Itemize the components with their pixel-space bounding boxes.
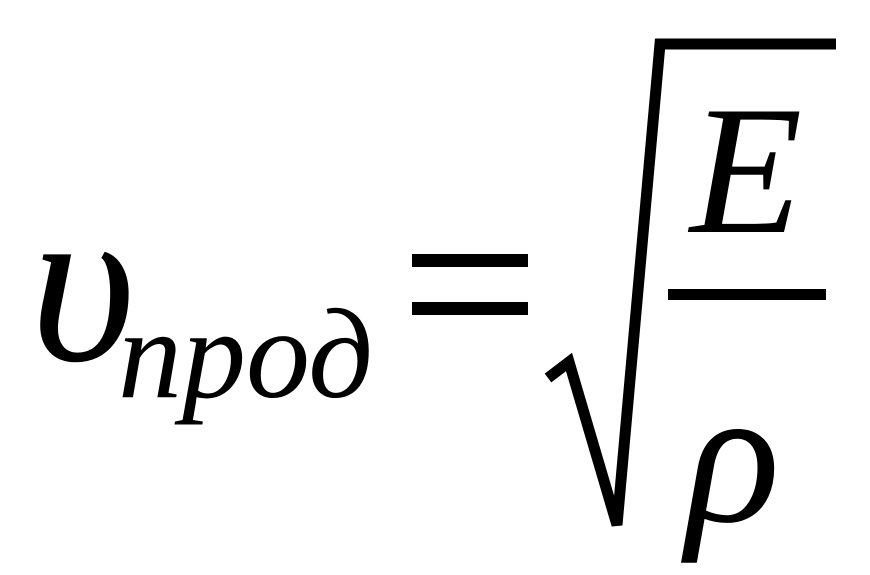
fraction-bar [668,289,826,300]
fraction-denominator: ρ [686,347,781,564]
equals-bar-top [412,254,528,267]
equals-sign [412,228,532,328]
equals-bar-bottom [412,302,528,315]
square-root-stroke [544,38,836,527]
fraction-numerator: E [690,68,803,272]
velocity-symbol: υ [30,155,136,410]
velocity-subscript: прод [118,283,374,425]
